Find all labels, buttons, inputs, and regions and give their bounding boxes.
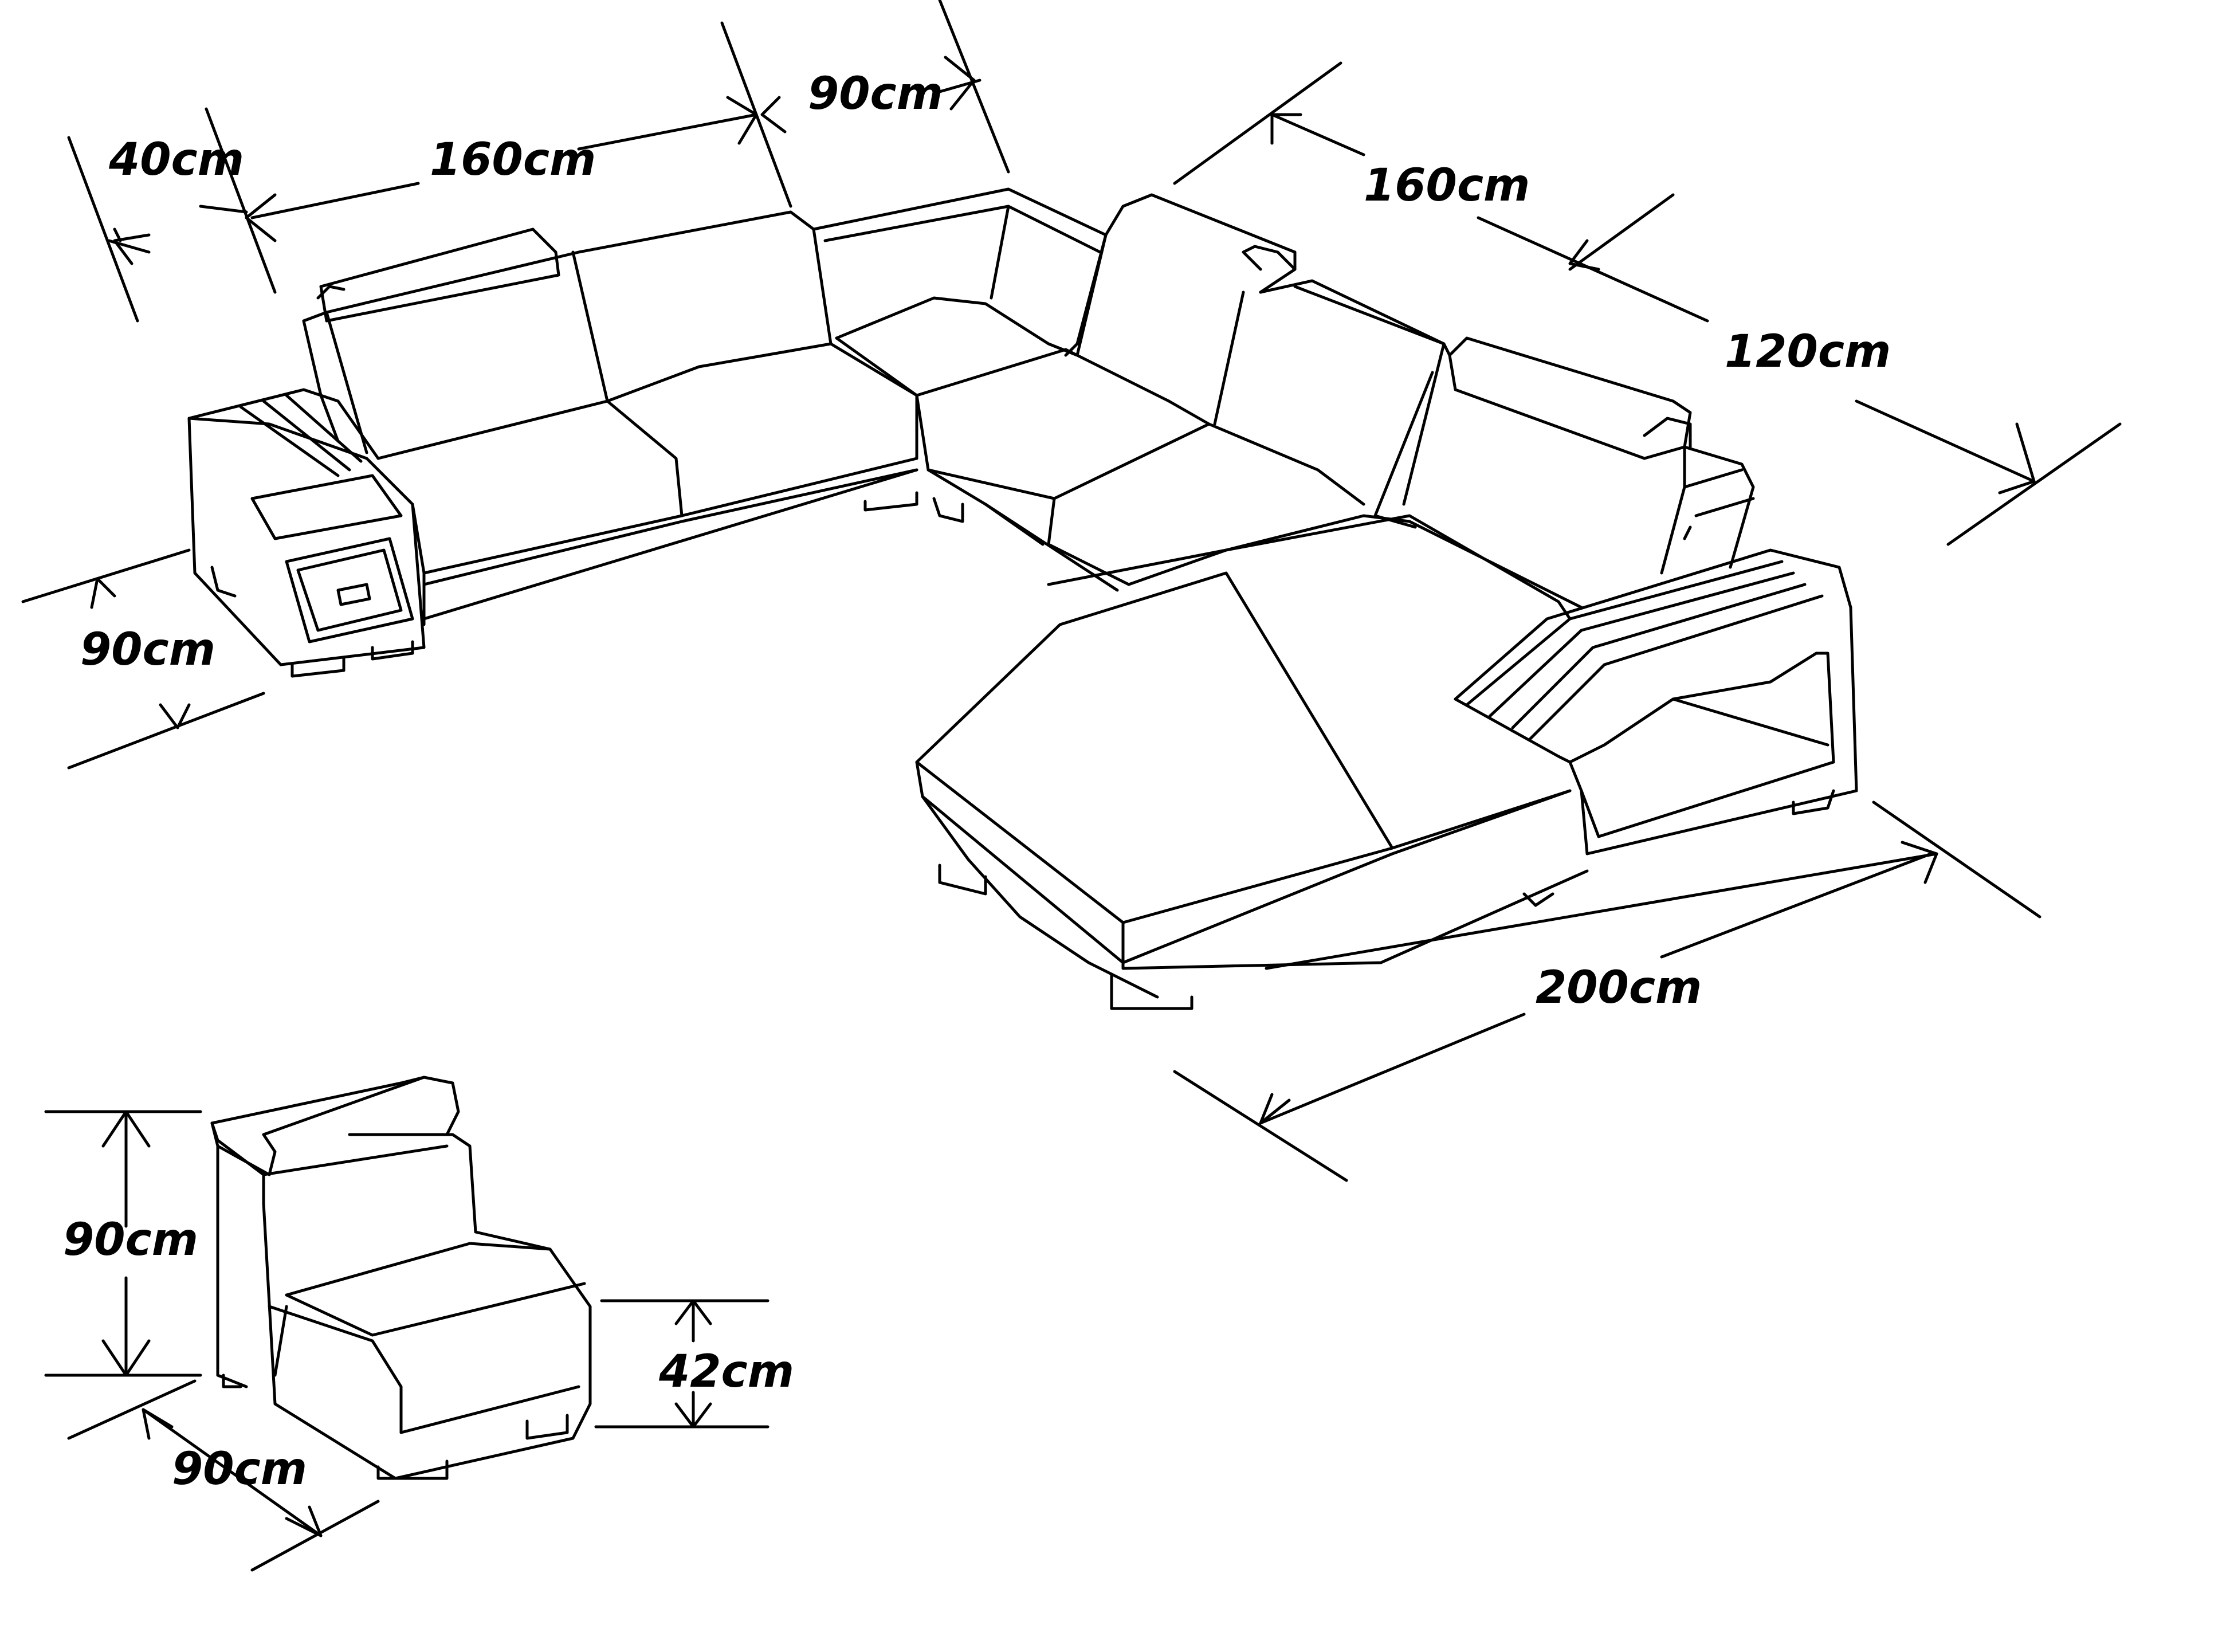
- single-seat-drawing: [210, 1076, 592, 1480]
- middle-seat-section: [984, 193, 1451, 592]
- left-armrest-console: [187, 388, 426, 678]
- label-seat-depth-left: 90cm: [80, 624, 215, 676]
- label-corner-width: 90cm: [808, 68, 943, 120]
- label-single-seat-height: 42cm: [658, 1346, 794, 1398]
- label-armrest-width: 40cm: [108, 134, 244, 186]
- dimension-lines: [21, 0, 2122, 1572]
- left-sofa-seats: [376, 342, 918, 626]
- dimension-labels: 40cm 160cm 90cm 160cm 120cm 90cm 200cm 9…: [63, 68, 1891, 1495]
- label-left-section-length: 160cm: [430, 134, 596, 186]
- label-single-depth: 90cm: [172, 1443, 307, 1495]
- label-right-section-depth: 120cm: [1725, 326, 1891, 378]
- right-sofa-back: [1259, 279, 1755, 575]
- left-sofa-back: [302, 210, 833, 454]
- label-single-height: 90cm: [63, 1214, 198, 1266]
- label-chaise-length: 200cm: [1536, 962, 1702, 1014]
- label-right-section-length: 160cm: [1364, 160, 1530, 211]
- chaise-lounge: [915, 514, 1589, 1010]
- sectional-sofa-drawing: [187, 187, 1858, 1010]
- corner-section: [812, 187, 1211, 546]
- right-armrest-console: [1408, 520, 1858, 907]
